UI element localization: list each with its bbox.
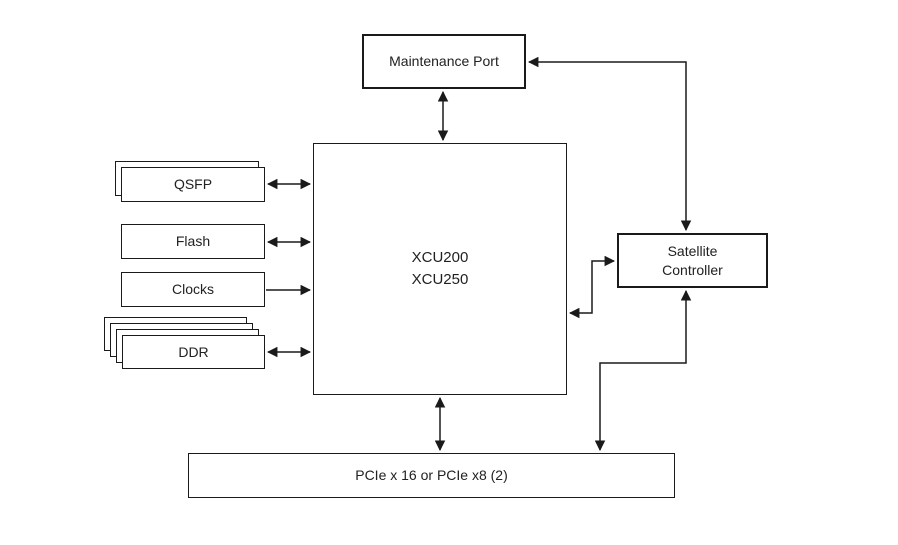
pcie-block: PCIe x 16 or PCIe x8 (2)	[188, 453, 675, 498]
xcu-label-line2: XCU250	[411, 271, 469, 288]
qsfp-label: QSFP	[173, 176, 213, 193]
connection-satellite-pcie	[594, 289, 692, 452]
xcu-block: XCU200 XCU250	[313, 143, 567, 395]
qsfp-block: QSFP	[121, 167, 265, 202]
ddr-label: DDR	[178, 343, 209, 360]
clocks-block: Clocks	[121, 272, 265, 307]
flash-label: Flash	[175, 233, 211, 250]
maintenance-port-label: Maintenance Port	[389, 53, 499, 70]
xcu-label-line1: XCU200	[411, 249, 469, 267]
satellite-controller-block: Satellite Controller	[617, 233, 768, 288]
connection-xcu-satellite	[568, 255, 616, 319]
ddr-block: DDR	[122, 335, 265, 369]
clocks-label: Clocks	[171, 281, 214, 298]
pcie-label: PCIe x 16 or PCIe x8 (2)	[355, 467, 508, 484]
maintenance-port-block: Maintenance Port	[362, 34, 526, 89]
satellite-controller-label-line1: Satellite	[667, 242, 718, 259]
flash-block: Flash	[121, 224, 265, 259]
satellite-controller-label-line2: Controller	[662, 261, 723, 278]
